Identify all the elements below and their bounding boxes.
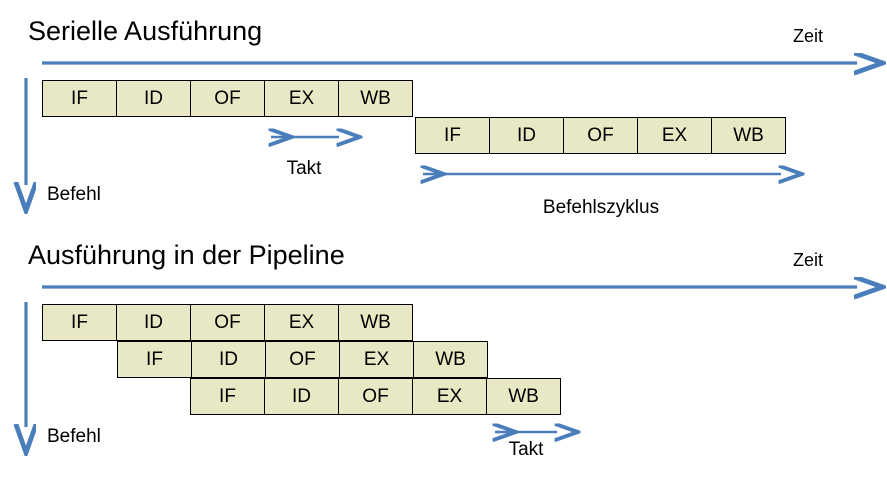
stage-box-of[interactable]: OF [563, 117, 638, 154]
stage-box-ex[interactable]: EX [637, 117, 712, 154]
stage-box-if[interactable]: IF [42, 80, 117, 117]
stage-box-id[interactable]: ID [489, 117, 564, 154]
stage-box-id[interactable]: ID [264, 378, 339, 415]
befehlszyklus-label: Befehlszyklus [542, 197, 660, 218]
instruction-axis-label-pipeline: Befehl [47, 426, 101, 447]
time-axis-arrow-pipeline [42, 274, 887, 302]
befehlszyklus-measure-arrow [407, 164, 797, 184]
takt-measure-arrow-serial [255, 127, 355, 147]
time-axis-label-serial: Zeit [793, 26, 824, 46]
stage-box-ex[interactable]: EX [412, 378, 487, 415]
instruction-axis-label-serial: Befehl [47, 184, 101, 205]
stage-box-wb[interactable]: WB [338, 80, 413, 117]
stage-box-wb[interactable]: WB [338, 304, 413, 341]
stage-box-if[interactable]: IF [190, 378, 265, 415]
stage-box-if[interactable]: IF [42, 304, 117, 341]
time-axis-arrow-serial [42, 50, 887, 78]
stage-box-ex[interactable]: EX [264, 80, 339, 117]
stage-box-if[interactable]: IF [117, 341, 192, 378]
section-title-pipeline: Ausführung in der Pipeline [28, 240, 345, 270]
section-title-serial: Serielle Ausführung [28, 16, 263, 46]
stage-box-ex[interactable]: EX [264, 304, 339, 341]
stage-box-of[interactable]: OF [338, 378, 413, 415]
stage-box-id[interactable]: ID [116, 80, 191, 117]
stage-box-ex[interactable]: EX [339, 341, 414, 378]
stage-box-wb[interactable]: WB [711, 117, 786, 154]
time-axis-label-pipeline: Zeit [793, 250, 824, 270]
stage-box-id[interactable]: ID [191, 341, 266, 378]
stage-box-of[interactable]: OF [265, 341, 340, 378]
takt-measure-arrow-pipeline [479, 422, 573, 442]
takt-label-serial: Takt [286, 158, 322, 179]
stage-box-of[interactable]: OF [190, 80, 265, 117]
stage-box-if[interactable]: IF [415, 117, 490, 154]
stage-box-id[interactable]: ID [116, 304, 191, 341]
instruction-axis-arrow-pipeline [10, 302, 44, 444]
stage-box-wb[interactable]: WB [413, 341, 488, 378]
stage-box-wb[interactable]: WB [486, 378, 561, 415]
instruction-axis-arrow-serial [10, 78, 44, 202]
stage-box-of[interactable]: OF [190, 304, 265, 341]
takt-label-pipeline: Takt [508, 439, 544, 460]
